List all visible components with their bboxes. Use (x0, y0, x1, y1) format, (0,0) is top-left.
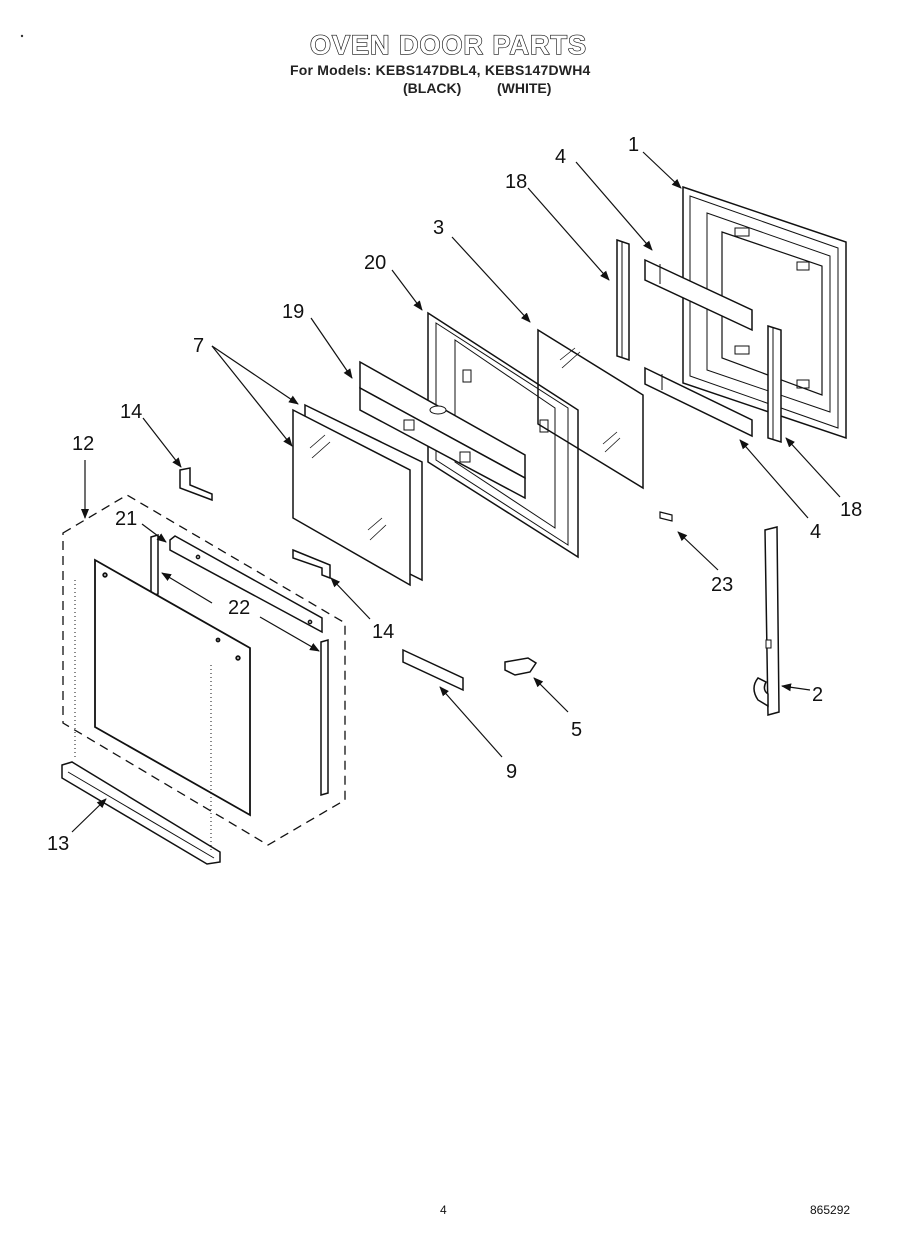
leader-18a (527, 187, 610, 281)
part-3-glass-panel (537, 328, 644, 490)
part-13-door-handle (61, 761, 221, 865)
leader-9 (439, 686, 503, 758)
callout-21: 21 (115, 508, 137, 530)
variant-black-label: (BLACK) (403, 80, 462, 96)
leader-7b (211, 345, 293, 447)
callout-14-lower: 14 (372, 621, 394, 643)
part-18-channel-right (767, 324, 782, 444)
outer-glass-door-panel (94, 558, 251, 817)
leader-22b (259, 616, 320, 652)
callout-20: 20 (364, 252, 386, 274)
part-4-bracket-lower (644, 366, 753, 438)
document-number: 865292 (810, 1203, 851, 1217)
leader-4a (575, 161, 653, 251)
page-number: 4 (440, 1203, 447, 1217)
part-5-small-bracket (504, 657, 538, 676)
part-19-insulation-baffle (359, 360, 526, 500)
callout-2: 2 (812, 684, 823, 706)
part-9-trim-strip (402, 648, 464, 692)
part-7-glass-pane-front (292, 408, 411, 587)
part-14-clip-upper (179, 467, 213, 502)
callout-numbers: 1 4 18 3 20 19 7 14 12 21 22 14 4 18 23 … (47, 134, 862, 855)
callout-13: 13 (47, 833, 69, 855)
leader-4b (739, 439, 809, 519)
leader-1 (642, 151, 682, 189)
callout-22: 22 (228, 597, 250, 619)
part-21-top-rail (169, 535, 323, 634)
part-12-door-assembly-outline (62, 494, 346, 846)
part-22-side-strip (320, 639, 329, 796)
leader-13 (71, 798, 107, 833)
part-2-hinge (753, 526, 780, 716)
callout-3: 3 (433, 217, 444, 239)
callout-23: 23 (711, 574, 733, 596)
leader-14a (142, 417, 182, 468)
part-4-bracket-upper (644, 258, 753, 332)
page-title: OVEN DOOR PARTS (309, 29, 588, 60)
leader-20 (391, 269, 423, 311)
callout-12: 12 (72, 433, 94, 455)
leader-14b (330, 577, 371, 620)
speck-mark (20, 34, 24, 38)
leader-3 (451, 236, 531, 323)
alignment-guide-lines (74, 580, 212, 850)
leader-21 (141, 523, 167, 543)
part-21-side-strip (150, 534, 159, 597)
callout-18-lower: 18 (840, 499, 862, 521)
leader-19 (310, 317, 353, 379)
callout-5: 5 (571, 719, 582, 741)
leader-2 (781, 683, 811, 692)
variant-white-label: (WHITE) (497, 80, 552, 96)
leader-5 (533, 677, 569, 713)
leader-18b (785, 437, 841, 498)
callout-18-upper: 18 (505, 171, 527, 193)
callout-14-upper: 14 (120, 401, 142, 423)
callout-7: 7 (193, 335, 204, 357)
leader-7a (211, 345, 299, 405)
part-23-spacer (659, 511, 673, 522)
leader-22a (161, 572, 213, 604)
part-18-channel-left (616, 238, 630, 362)
callout-4-upper: 4 (555, 146, 566, 168)
callout-9: 9 (506, 761, 517, 783)
part-14-clip-lower (292, 548, 331, 580)
callout-leader-lines (71, 151, 841, 833)
models-line: For Models: KEBS147DBL4, KEBS147DWH4 (290, 62, 591, 78)
callout-4-lower: 4 (810, 521, 821, 543)
leader-23 (677, 531, 719, 571)
callout-1: 1 (628, 134, 639, 156)
callout-19: 19 (282, 301, 304, 323)
